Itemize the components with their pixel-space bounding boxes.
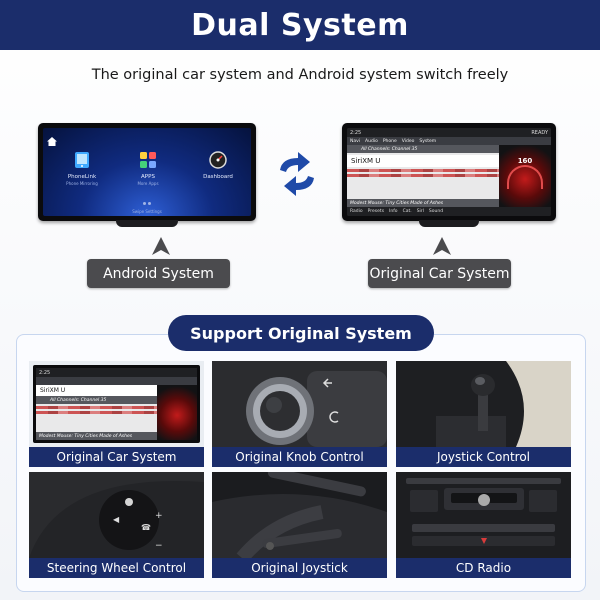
tile-caption: Joystick Control [396, 447, 571, 467]
tile-original-car-system: 2:25 SiriXM U All Channels: Channel 35 M… [29, 361, 204, 467]
car-status-bar: 2:25 READY [347, 128, 551, 137]
station-name[interactable]: SiriXM U [347, 155, 499, 167]
header-banner: Dual System [0, 0, 600, 50]
car-bottom-presets[interactable]: Presets [367, 209, 385, 214]
speed-gauge [157, 385, 197, 440]
app-apps[interactable]: APPS More Apps [123, 150, 173, 186]
tile-caption: Original Car System [29, 447, 204, 467]
original-display-unit: 2:25 READY Navi Audio Phone Video System… [342, 123, 556, 227]
display-bezel: 2:25 READY Navi Audio Phone Video System… [342, 123, 556, 221]
station-name: SiriXM U [36, 385, 157, 396]
tile-photo: + ◀ ☎ − [29, 472, 204, 558]
subtitle: The original car system and Android syst… [91, 67, 509, 83]
support-title: Support Original System [168, 315, 434, 351]
app-phonelink[interactable]: PhoneLink Phone Mirroring [57, 150, 107, 186]
car-main-area: All Channels: Channel 35 SiriXM U Modest… [347, 145, 551, 207]
radio-panel: SiriXM U All Channels: Channel 35 Modest… [36, 385, 157, 440]
app-sublabel: Phone Mirroring [66, 181, 98, 186]
tile-caption: Original Joystick [212, 558, 387, 578]
car-time: 2:25 [350, 129, 362, 136]
app-sublabel: More Apps [137, 181, 159, 186]
android-display-unit: PhoneLink Phone Mirroring APPS More Apps… [38, 123, 256, 227]
display-stand [116, 220, 178, 227]
car-bottom-sirl[interactable]: Sirl [416, 209, 424, 214]
tile-original-knob-control: Original Knob Control [212, 361, 387, 467]
app-label: Dashboard [203, 174, 233, 180]
apps-icon [138, 150, 158, 170]
frequency-strip [347, 174, 499, 177]
gauge-value: 160 [517, 157, 533, 165]
tile-steering-wheel-control: + ◀ ☎ − Steering Wheel Control [29, 472, 204, 578]
page-title: Dual System [191, 7, 409, 43]
radio-panel: All Channels: Channel 35 SiriXM U Modest… [347, 145, 499, 207]
car-bottom-sound[interactable]: Sound [428, 209, 444, 214]
car-menu-navi[interactable]: Navi [350, 138, 361, 144]
app-label: APPS [141, 174, 155, 180]
speed-gauge: 160 [499, 145, 551, 207]
tile-caption: Original Knob Control [212, 447, 387, 467]
frequency-strip [347, 169, 499, 172]
tile-caption: Steering Wheel Control [29, 558, 204, 578]
svg-text:+: + [155, 511, 163, 521]
home-icon[interactable] [47, 131, 57, 146]
tile-photo [396, 472, 571, 558]
stalk-photo [212, 472, 387, 558]
tile-cd-radio: CD Radio [396, 472, 571, 578]
car-bottom-radio[interactable]: Radio [350, 209, 363, 214]
up-pointer-icon [432, 236, 452, 256]
steering-wheel-photo: + ◀ ☎ − [29, 472, 204, 558]
tile-caption: CD Radio [396, 558, 571, 578]
now-playing: Modest Mouse: Tiny Cities Made of Ashes [36, 432, 157, 440]
car-menu-bar: Navi Audio Phone Video System [347, 137, 551, 145]
car-menu-video[interactable]: Video [401, 138, 415, 144]
app-dashboard[interactable]: Dashboard [193, 150, 243, 181]
channel-label: All Channels: Channel 35 [36, 396, 157, 404]
car-menu-bar [36, 377, 197, 385]
up-pointer-icon [151, 236, 171, 256]
frequency-strip [36, 411, 157, 414]
switch-arrows-icon [272, 150, 322, 198]
tile-joystick-control: Joystick Control [396, 361, 571, 467]
dashboard-icon [208, 150, 228, 170]
android-footer: Swipe Settings [132, 209, 162, 214]
svg-text:−: − [155, 541, 163, 551]
cd-radio-photo [396, 472, 571, 558]
car-bottom-bar: Radio Presets Info Cat. Sirl Sound [347, 207, 551, 216]
app-label: PhoneLink [67, 174, 97, 180]
tile-photo [396, 361, 571, 447]
now-playing: Modest Mouse: Tiny Cities Made of Ashes [347, 199, 499, 207]
display-bezel: PhoneLink Phone Mirroring APPS More Apps… [38, 123, 256, 221]
page-dots [43, 190, 251, 209]
car-menu-system[interactable]: System [419, 138, 437, 144]
original-car-screen[interactable]: 2:25 READY Navi Audio Phone Video System… [347, 128, 551, 216]
car-bottom-cat[interactable]: Cat. [402, 209, 412, 214]
gauge-ring [507, 165, 543, 189]
tile-photo [212, 472, 387, 558]
phone-link-icon [72, 150, 92, 170]
display-stand [419, 220, 479, 227]
tile-photo [212, 361, 387, 447]
car-menu-audio[interactable]: Audio [365, 138, 378, 144]
svg-text:◀: ◀ [113, 515, 120, 524]
car-menu-phone[interactable]: Phone [382, 138, 397, 144]
car-bottom-info[interactable]: Info [389, 209, 398, 214]
original-system-label: Original Car System [368, 259, 511, 288]
channel-label: All Channels: Channel 35 [347, 145, 499, 153]
frequency-strip [36, 406, 157, 409]
tile-photo: 2:25 SiriXM U All Channels: Channel 35 M… [29, 361, 204, 447]
car-status-text: READY [531, 129, 548, 136]
joystick-photo [396, 361, 571, 447]
knob-photo [212, 361, 387, 447]
android-screen[interactable]: PhoneLink Phone Mirroring APPS More Apps… [43, 128, 251, 216]
tile-original-joystick: Original Joystick [212, 472, 387, 578]
mini-car-screen: 2:25 SiriXM U All Channels: Channel 35 M… [33, 365, 200, 443]
car-time: 2:25 [39, 369, 51, 376]
car-main-area: SiriXM U All Channels: Channel 35 Modest… [36, 385, 197, 440]
svg-text:☎: ☎ [141, 523, 151, 532]
android-system-label: Android System [87, 259, 230, 288]
car-status-bar: 2:25 [36, 368, 197, 377]
